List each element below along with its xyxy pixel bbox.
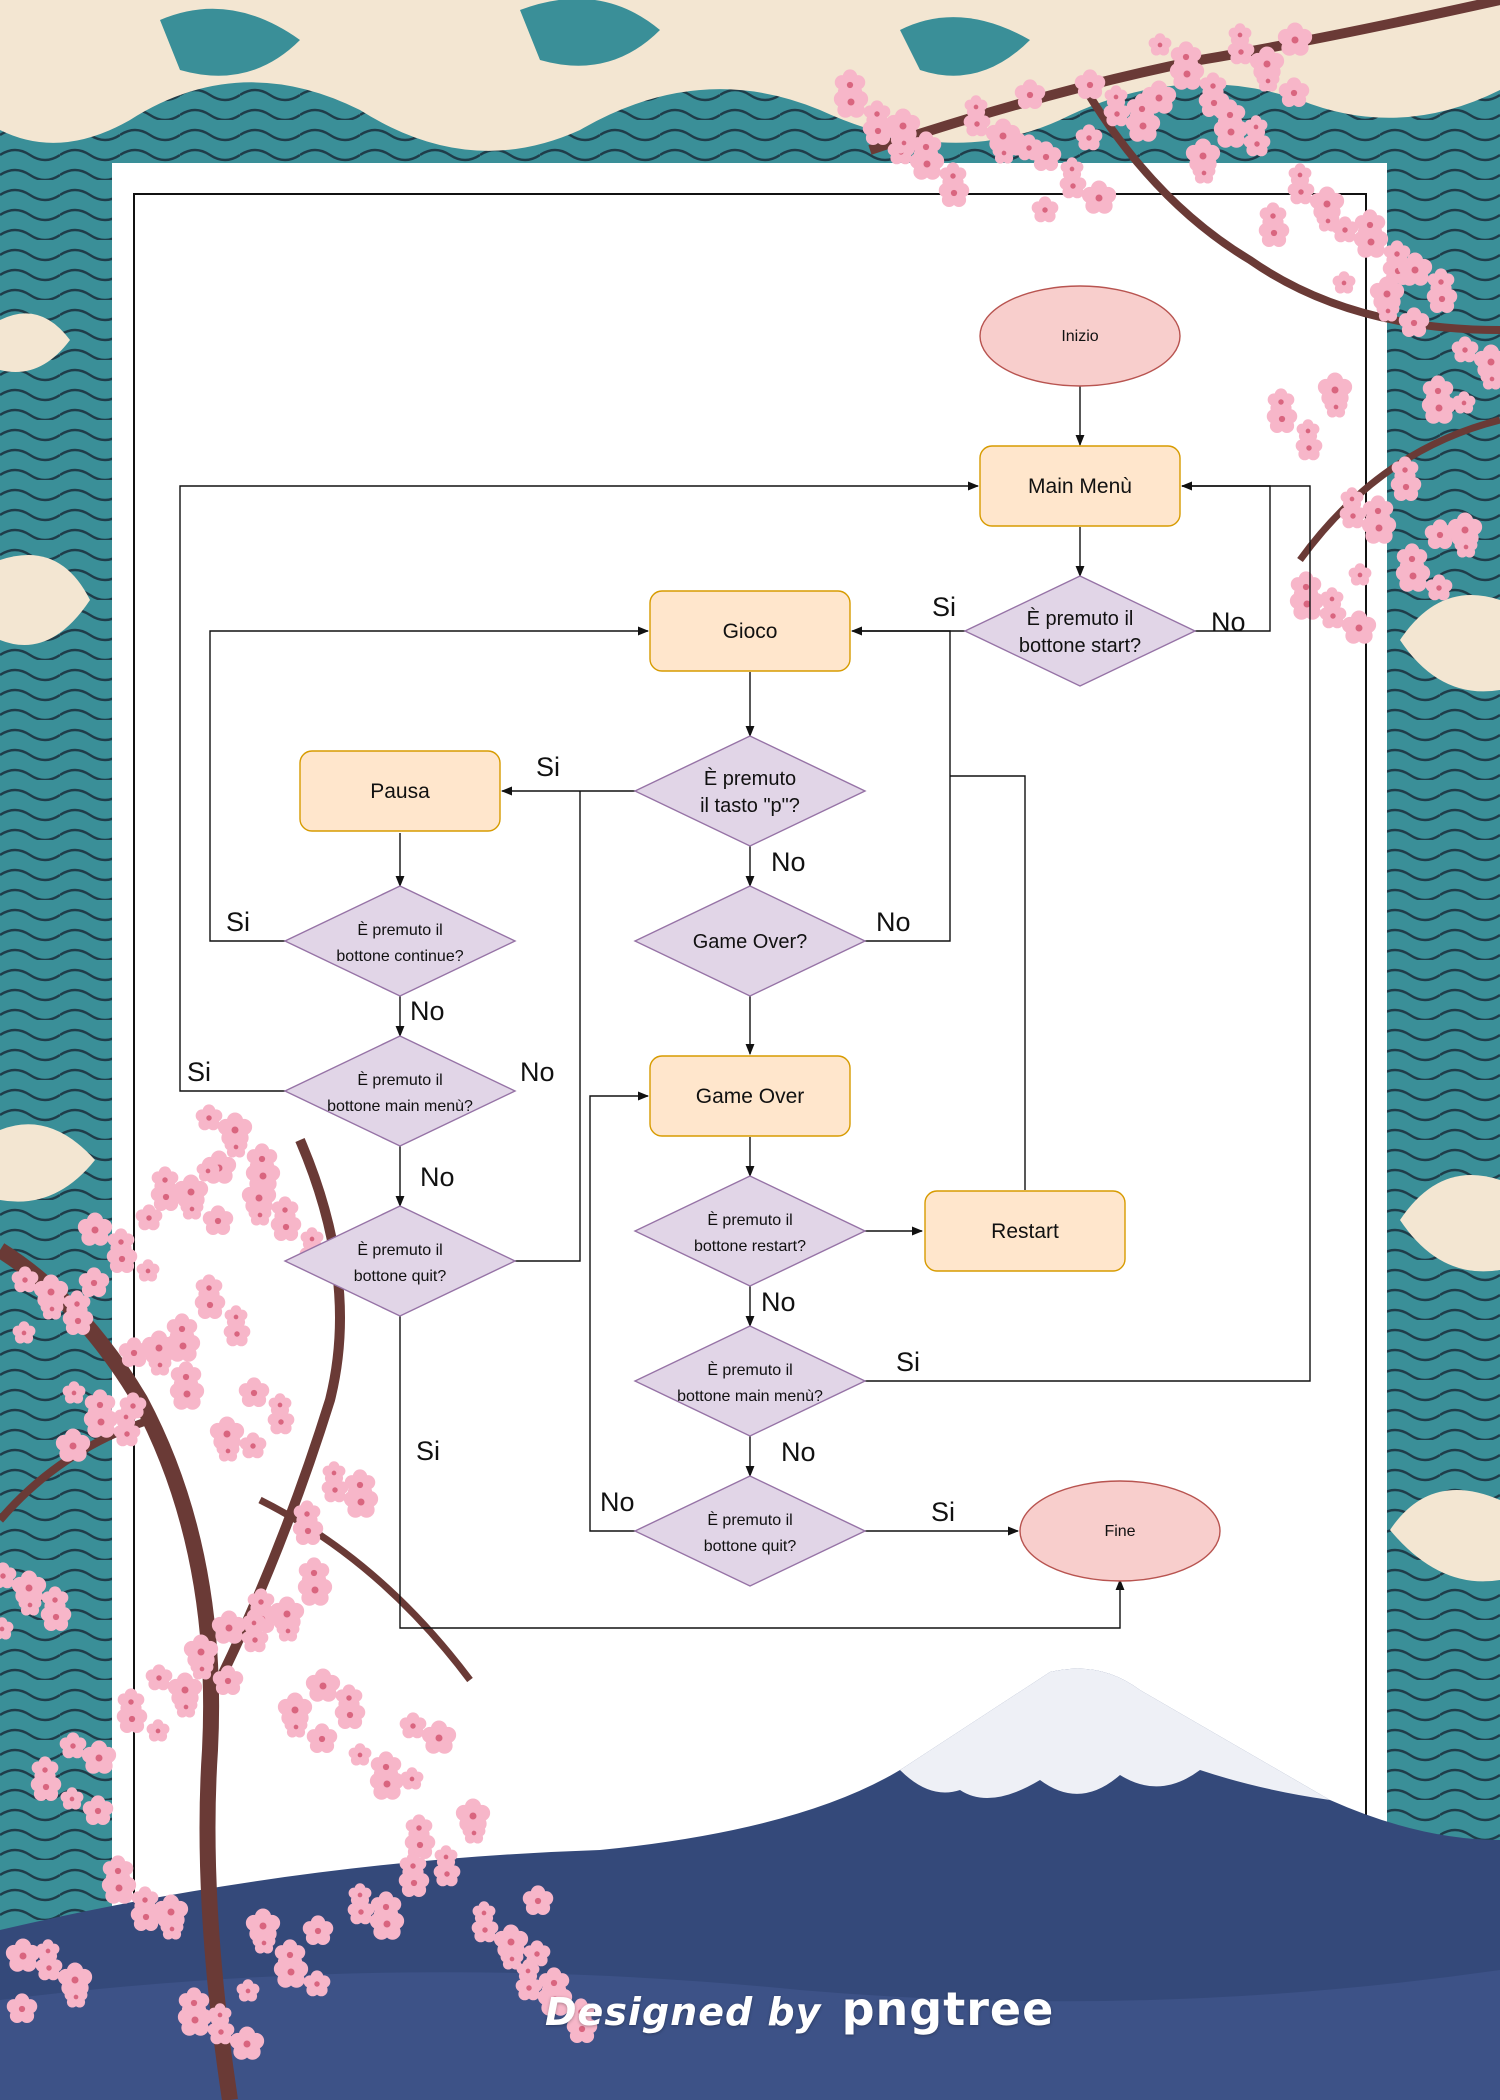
pause-quit-question-node[interactable]: È premuto il bottone quit? bbox=[283, 1205, 517, 1317]
end-label: Fine bbox=[1104, 1523, 1135, 1540]
pngtree-watermark: Designed by pngtree bbox=[545, 1982, 1054, 2036]
start-question-node[interactable]: È premuto il bottone start? bbox=[963, 575, 1197, 687]
end-terminal-shape bbox=[1019, 1480, 1221, 1582]
over-menu-question-line1: È premuto il bbox=[707, 1360, 792, 1379]
connectors bbox=[179, 386, 1311, 1629]
pause-menu-question-diamond bbox=[283, 1035, 517, 1147]
start-question-diamond bbox=[963, 575, 1197, 687]
pause-label: Pausa bbox=[370, 780, 430, 803]
over-quit-question-diamond bbox=[633, 1475, 867, 1587]
edge-over-menu-yes-to-menu bbox=[865, 485, 1311, 1382]
label-over-menu-si: Si bbox=[896, 1347, 920, 1377]
edge-continue-yes-to-game bbox=[209, 626, 650, 942]
p-question-line2: il tasto "p"? bbox=[700, 795, 800, 817]
game-over-question-label: Game Over? bbox=[693, 931, 807, 953]
over-quit-question-line2: bottone quit? bbox=[704, 1538, 797, 1555]
game-label: Gioco bbox=[723, 620, 778, 643]
main-menu-box bbox=[979, 445, 1181, 527]
over-menu-question-node[interactable]: È premuto il bottone main menù? bbox=[633, 1325, 867, 1437]
start-label: Inizio bbox=[1061, 328, 1098, 345]
label-p-no: No bbox=[771, 847, 806, 877]
continue-question-line1: È premuto il bbox=[357, 920, 442, 939]
label-start-si: Si bbox=[932, 592, 956, 622]
label-pause-menu-si: Si bbox=[187, 1057, 211, 1087]
main-menu-label: Main Menù bbox=[1028, 475, 1132, 498]
pause-menu-question-line1: È premuto il bbox=[357, 1070, 442, 1089]
game-node[interactable]: Gioco bbox=[649, 590, 851, 672]
label-continue-no: No bbox=[410, 996, 445, 1026]
start-terminal-shape bbox=[979, 285, 1181, 387]
edge-pause-quit-yes-to-end bbox=[399, 1316, 1125, 1629]
game-over-node[interactable]: Game Over bbox=[649, 1055, 851, 1137]
game-over-question-diamond bbox=[633, 885, 867, 997]
restart-question-line1: È premuto il bbox=[707, 1210, 792, 1229]
end-node[interactable]: Fine bbox=[1019, 1480, 1221, 1582]
p-question-diamond bbox=[633, 735, 867, 847]
over-quit-question-node[interactable]: È premuto il bottone quit? bbox=[633, 1475, 867, 1587]
game-box bbox=[649, 590, 851, 672]
label-over-quit-no: No bbox=[600, 1487, 635, 1517]
pause-menu-question-node[interactable]: È premuto il bottone main menù? bbox=[283, 1035, 517, 1147]
label-restart-no: No bbox=[761, 1287, 796, 1317]
start-question-line2: bottone start? bbox=[1019, 635, 1141, 657]
restart-box bbox=[924, 1190, 1126, 1272]
p-question-line1: È premuto bbox=[704, 767, 796, 790]
label-over-menu-no: No bbox=[781, 1437, 816, 1467]
edge-labels: Si No Si No No Si No Si No No Si No Si N… bbox=[187, 592, 1246, 1527]
restart-node[interactable]: Restart bbox=[924, 1190, 1126, 1272]
continue-question-line2: bottone continue? bbox=[336, 948, 463, 965]
continue-question-diamond bbox=[283, 885, 517, 997]
continue-question-node[interactable]: È premuto il bottone continue? bbox=[283, 885, 517, 997]
label-p-si: Si bbox=[536, 752, 560, 782]
restart-label: Restart bbox=[991, 1220, 1059, 1243]
start-node[interactable]: Inizio bbox=[979, 285, 1181, 387]
p-question-node[interactable]: È premuto il tasto "p"? bbox=[633, 735, 867, 847]
label-gameover-no: No bbox=[876, 907, 911, 937]
label-pause-menu-no-right: No bbox=[520, 1057, 555, 1087]
watermark-brand: pngtree bbox=[841, 1982, 1055, 2036]
pause-node[interactable]: Pausa bbox=[299, 750, 501, 832]
game-over-label: Game Over bbox=[696, 1085, 805, 1108]
watermark-prefix: Designed by bbox=[545, 1990, 822, 2034]
edge-over-quit-no-to-gameover bbox=[589, 1091, 650, 1532]
pause-menu-question-line2: bottone main menù? bbox=[327, 1098, 473, 1115]
restart-question-node[interactable]: È premuto il bottone restart? bbox=[633, 1175, 867, 1287]
edge-pause-menu-yes-to-menu bbox=[179, 481, 980, 1092]
label-start-no: No bbox=[1211, 607, 1246, 637]
pause-box bbox=[299, 750, 501, 832]
over-quit-question-line1: È premuto il bbox=[707, 1510, 792, 1529]
pause-quit-question-diamond bbox=[283, 1205, 517, 1317]
main-menu-node[interactable]: Main Menù bbox=[979, 445, 1181, 527]
edge-pause-quit-no-to-gameover bbox=[515, 791, 581, 1262]
restart-question-line2: bottone restart? bbox=[694, 1238, 806, 1255]
edge-gameover-no-to-game bbox=[855, 630, 951, 942]
restart-question-diamond bbox=[633, 1175, 867, 1287]
label-pause-menu-no-down: No bbox=[420, 1162, 455, 1192]
start-question-line1: È premuto il bbox=[1027, 607, 1134, 630]
over-menu-question-line2: bottone main menù? bbox=[677, 1388, 823, 1405]
over-menu-question-diamond bbox=[633, 1325, 867, 1437]
mount-fuji-icon bbox=[0, 1668, 1500, 2100]
edge-restart-to-game bbox=[950, 775, 1026, 1190]
label-continue-si: Si bbox=[226, 907, 250, 937]
pause-quit-question-line1: È premuto il bbox=[357, 1240, 442, 1259]
label-over-quit-si: Si bbox=[931, 1497, 955, 1527]
game-over-box bbox=[649, 1055, 851, 1137]
game-over-question-node[interactable]: Game Over? bbox=[633, 885, 867, 997]
label-pause-quit-si: Si bbox=[416, 1436, 440, 1466]
pause-quit-question-line2: bottone quit? bbox=[354, 1268, 447, 1285]
